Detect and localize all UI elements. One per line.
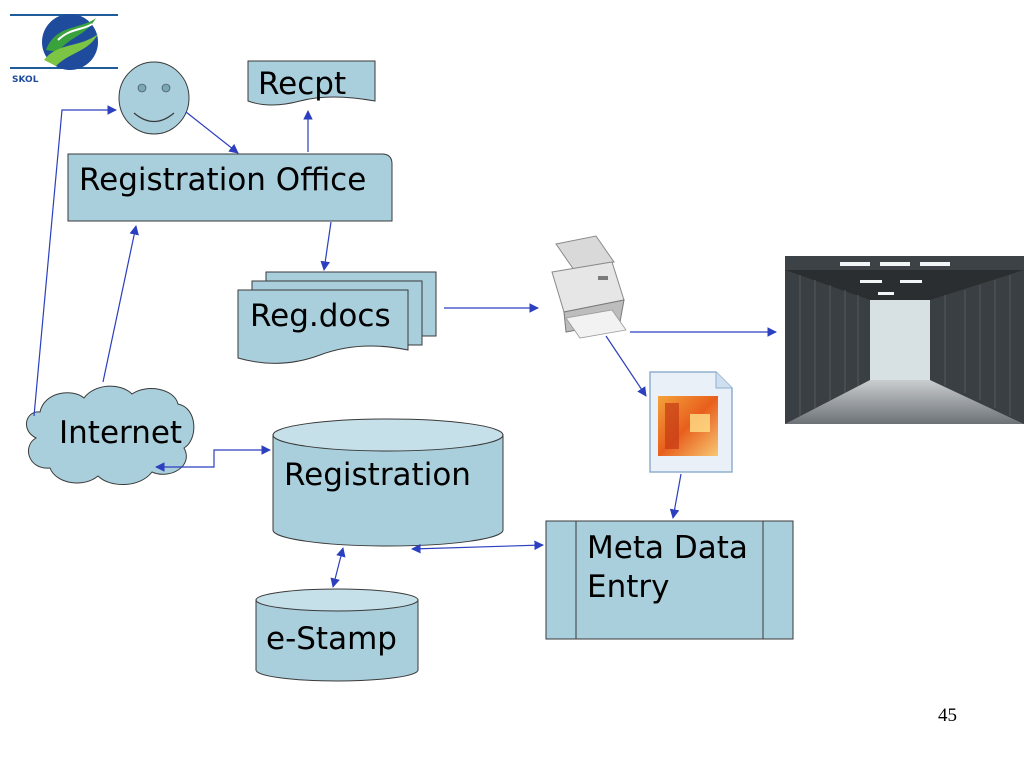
arrow-registration-estamp [330, 547, 346, 588]
arrow-file-to-metadata [669, 473, 682, 519]
receipt-shape [247, 60, 376, 106]
registration-office-box [67, 153, 393, 222]
skol-logo: SKOL [10, 14, 118, 85]
arrow-internet-registration [155, 445, 271, 472]
registration-db-label: Registration [284, 457, 471, 493]
meta-data-entry-box [545, 520, 794, 640]
arrow-user-to-office [185, 111, 239, 154]
receipt-label: Recpt [258, 66, 347, 102]
server-room-photo [785, 256, 1024, 424]
image-file-icon [649, 371, 733, 473]
user-smiley-icon [118, 61, 190, 135]
meta-data-entry-label-line1: Meta Data [587, 530, 748, 566]
page-number: 45 [938, 705, 957, 726]
reg-docs-label: Reg.docs [250, 298, 391, 334]
scanner-icon [551, 235, 627, 339]
reg-docs-shape [237, 271, 437, 364]
logo-text: SKOL [12, 75, 39, 85]
meta-data-entry-label-line2: Entry [587, 569, 670, 605]
arrow-internet-to-office [102, 225, 139, 383]
arrow-office-to-regdocs [320, 221, 332, 271]
registration-db-cylinder [272, 418, 504, 547]
arrow-scanner-to-file [605, 335, 647, 397]
arrow-internet-to-user [33, 105, 117, 417]
estamp-db-label: e-Stamp [266, 621, 397, 657]
internet-label: Internet [59, 415, 183, 451]
registration-office-label: Registration Office [79, 162, 367, 198]
connectors [33, 105, 777, 588]
arrow-registration-metadata [411, 540, 544, 554]
estamp-db-cylinder [255, 588, 419, 682]
